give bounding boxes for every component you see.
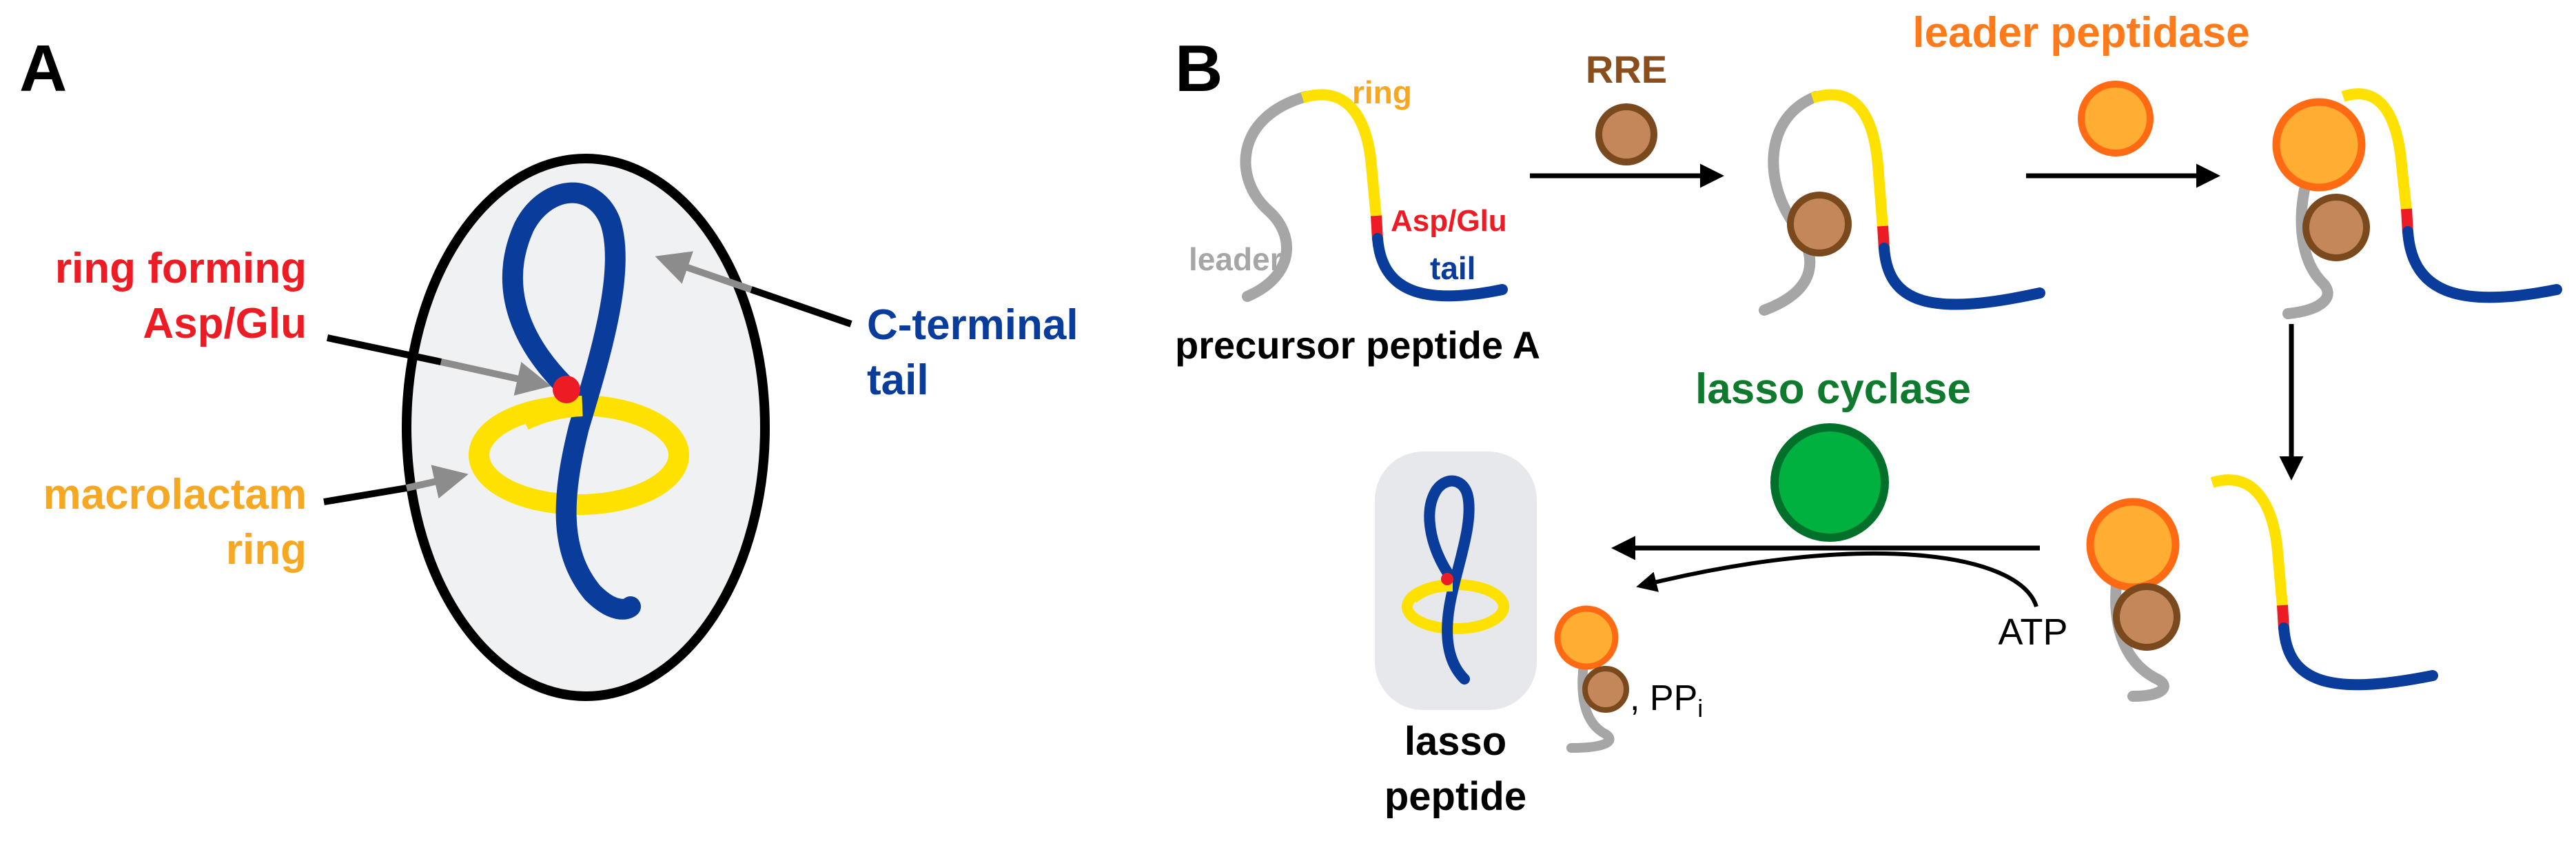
cleaved-rre-protein [2113,583,2180,651]
c-terminal-label-line2: tail [867,356,929,404]
panel-b-letter: B [1175,32,1223,105]
lasso-cyclase-label: lasso cyclase [1695,365,1971,413]
ring-forming-label-line2: Asp/Glu [143,300,307,347]
complex2-leader-peptidase [2272,98,2366,192]
asp-glu-dot [553,376,580,403]
precursor-tail-strand [1372,233,1508,302]
macrolactam-label-line2: ring [226,526,307,574]
c-terminal-pointer-grey [655,251,753,293]
c-terminal-label-line1: C-terminal [867,301,1079,349]
atp-label: ATP [1998,611,2067,653]
leader-peptidase-protein-free [2078,81,2154,156]
complex1-rre-protein [1787,192,1852,256]
c-terminal-tail-thread [502,182,641,620]
complex1-tail-strand [1879,243,2045,310]
core-tail-strand [2278,622,2438,691]
precursor-asp-glu-label: Asp/Glu [1391,204,1507,238]
complex2-rre-protein [2302,194,2370,261]
cleaved-complex [2086,474,2438,702]
complex2-ring-strand [2341,88,2412,211]
core-ring-strand [2210,474,2288,607]
ppi-label-subscript: i [1697,694,1703,722]
panel-a-letter: A [19,32,67,105]
product-tail-thread [1424,475,1475,685]
macrolactam-pointer-grey [405,465,469,499]
ppi-label-main: , PP [1630,678,1697,718]
ring-forming-pointer-grey [440,358,551,396]
lasso-cyclase-protein [1770,423,1889,542]
precursor-ring-strand [1300,89,1382,218]
precursor-leader-label: leader [1189,241,1282,277]
ring-forming-pointer-black [326,334,442,365]
ring-overlap-segment [519,396,583,430]
lasso-peptide-product: lasso peptide [1375,452,1537,819]
lasso-peptide-label-line1: lasso [1404,719,1506,764]
ring-forming-label-line1: ring forming [55,245,307,292]
cleaved-leader-peptidase [2086,498,2180,591]
complex2-tail-strand [2402,226,2562,303]
product-ring-overlap [1409,580,1453,603]
panel-b: B ring leader Asp/Glu tail precursor pep… [1175,9,2562,819]
precursor-leader-strand [1240,91,1311,302]
peptide-peptidase-complex [2272,88,2562,319]
atp-curved-arrow [1636,551,2038,607]
product-asp-glu-dot [1441,573,1453,585]
released-byproducts: , PPi [1554,605,1703,753]
precursor-peptide: ring leader Asp/Glu tail precursor pepti… [1175,74,1540,367]
c-terminal-pointer-black [750,286,852,327]
released-leader-peptidase [1554,605,1619,670]
peptide-rre-complex [1759,89,2045,316]
panel-a: A ring forming Asp/Glu C-terminal tail m… [19,32,1079,701]
complex2-leader-strand [2282,167,2333,319]
complex1-ring-strand [1810,89,1888,228]
rre-protein-free [1595,103,1657,165]
precursor-ring-label: ring [1352,74,1412,110]
released-rre-protein [1582,666,1629,713]
macrolactam-pointer-black [323,485,407,505]
leader-peptidase-label: leader peptidase [1912,9,2249,57]
precursor-tail-label: tail [1430,250,1475,286]
macrolactam-label-line1: macrolactam [43,471,307,518]
precursor-peptide-label: precursor peptide A [1175,323,1540,367]
rre-label: RRE [1586,48,1667,91]
ppi-label: , PPi [1630,678,1703,722]
lasso-peptide-label-line2: peptide [1384,774,1526,819]
